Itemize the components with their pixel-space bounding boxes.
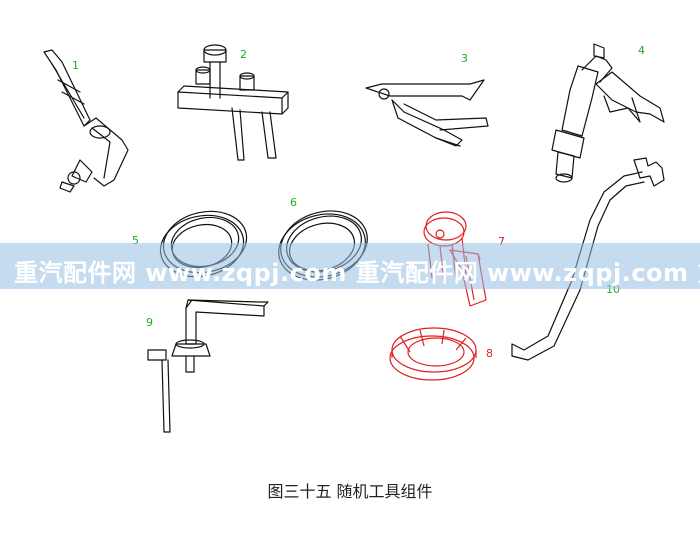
tool-9-drawing bbox=[147, 299, 269, 433]
part-label-9: 9 bbox=[146, 316, 153, 329]
part-label-10: 10 bbox=[606, 283, 620, 296]
tool-2-drawing bbox=[177, 44, 289, 161]
tool-3-drawing bbox=[365, 79, 489, 147]
part-label-7: 7 bbox=[498, 235, 505, 248]
tool-1-drawing bbox=[43, 49, 129, 193]
part-label-1: 1 bbox=[72, 59, 79, 72]
tool-8-drawing bbox=[389, 327, 477, 381]
tool-10-drawing bbox=[511, 157, 665, 361]
watermark-text: 重汽配件网 www.zqpj.com 重汽配件网 www.zqpj.com 重 bbox=[14, 259, 700, 287]
part-label-2: 2 bbox=[240, 48, 247, 61]
watermark-banner bbox=[0, 243, 700, 289]
part-label-8: 8 bbox=[486, 347, 493, 360]
tool-4-drawing bbox=[551, 43, 665, 183]
part-label-4: 4 bbox=[638, 44, 645, 57]
part-label-5: 5 bbox=[132, 234, 139, 247]
part-label-3: 3 bbox=[461, 52, 468, 65]
part-label-6: 6 bbox=[290, 196, 297, 209]
figure-caption: 图三十五 随机工具组件 bbox=[267, 482, 433, 501]
